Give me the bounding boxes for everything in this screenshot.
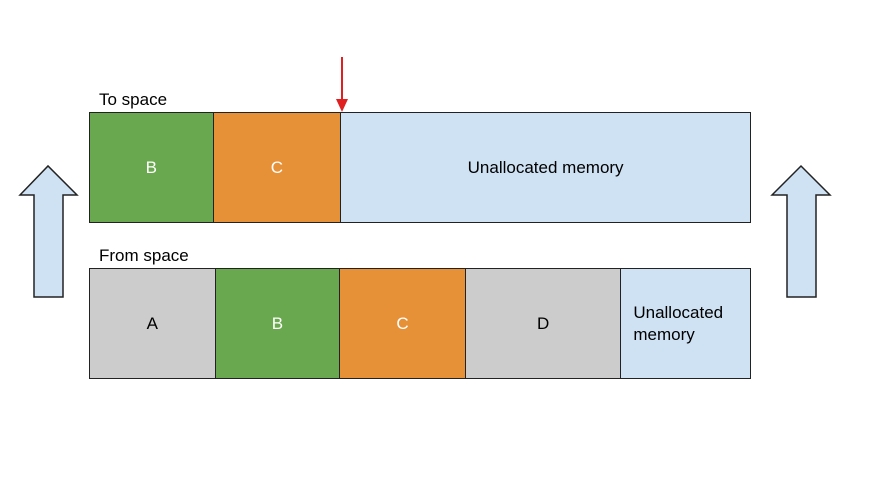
from-space-block-d: D [465,269,622,378]
to-space-block-unallocated: Unallocated memory [341,113,750,222]
to-space-bar: B C Unallocated memory [89,112,751,223]
from-space-block-a: A [90,269,216,378]
from-space-block-c-label: C [396,313,409,333]
from-space-bar: A B C D Unallocated memory [89,268,751,379]
from-space-label: From space [99,246,189,265]
to-space-block-unallocated-label: Unallocated memory [467,157,624,177]
to-space-block-b-label: B [145,157,157,177]
from-space-block-c: C [340,269,466,378]
right-up-arrow-icon [770,164,832,298]
allocation-pointer-icon [336,99,348,112]
from-space-block-d-label: D [536,313,550,333]
from-space-block-unallocated-label: Unallocated memory [633,302,724,344]
from-space-block-unallocated: Unallocated memory [621,269,750,378]
left-up-arrow-icon [18,164,79,298]
to-space-label: To space [99,90,168,109]
from-space-block-b-label: B [271,313,284,333]
to-space-block-c-label: C [270,157,284,177]
from-space-block-b: B [215,269,341,378]
to-space-block-c: C [213,113,342,222]
to-space-block-b: B [90,113,214,222]
from-space-block-a-label: A [146,313,158,333]
